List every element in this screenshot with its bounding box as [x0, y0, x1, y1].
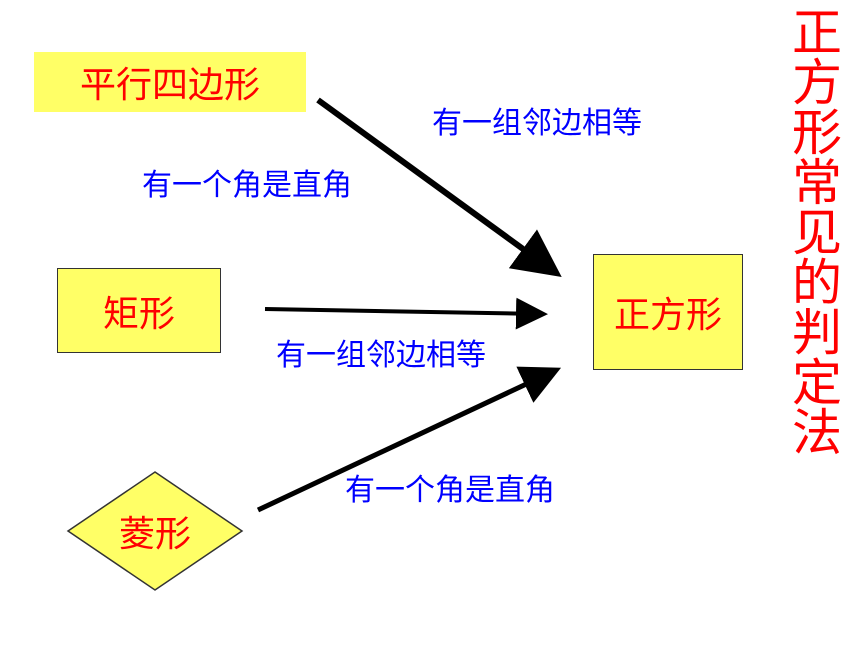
- arrow-rectangle-to-square: [264, 297, 548, 330]
- rhombus-shape: [66, 471, 244, 591]
- rhombus-label-wrap: 菱形: [66, 470, 244, 592]
- rectangle-box: 矩形: [57, 268, 221, 353]
- arrow-rhombus-to-square: [256, 366, 562, 513]
- condition-rhombus-right-angle: 有一个角是直角: [345, 473, 555, 508]
- condition-parallelogram-right-angle: 有一个角是直角: [142, 168, 352, 203]
- square-box: 正方形: [593, 254, 743, 370]
- rhombus-label: 菱形: [118, 514, 191, 555]
- rectangle-label: 矩形: [102, 293, 175, 335]
- parallelogram-label: 平行四边形: [79, 65, 260, 106]
- arrow-parallelogram-to-square: [316, 97, 562, 278]
- condition-parallelogram-adjacent-equal: 有一组邻边相等: [432, 106, 642, 141]
- parallelogram-box: 平行四边形: [34, 52, 306, 112]
- square-label: 正方形: [613, 295, 722, 336]
- condition-rectangle-adjacent-equal: 有一组邻边相等: [276, 338, 486, 373]
- side-title: 正方形常见的判定法: [784, 6, 842, 456]
